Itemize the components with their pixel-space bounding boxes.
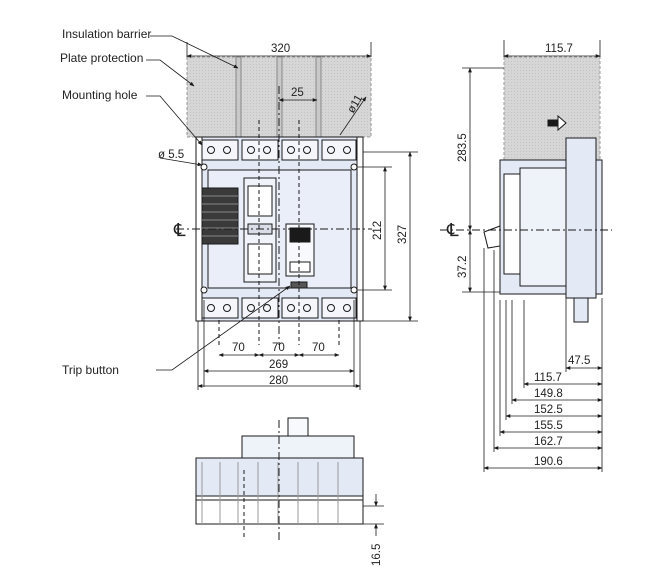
- dim-283-5: 283.5: [457, 133, 469, 162]
- bottom-handle: [287, 417, 309, 437]
- bottom-terminals: [201, 297, 357, 319]
- dim-25: 25: [291, 87, 304, 99]
- dim-depth-5: 162.7: [534, 436, 563, 448]
- callout-trip-button: Trip button: [62, 363, 119, 377]
- dim-269: 269: [269, 359, 288, 371]
- dim-70-c: 70: [312, 342, 325, 354]
- callout-insulation-barrier: Insulation barrier: [62, 27, 151, 41]
- mounting-hole: [350, 163, 358, 171]
- dim-depth-1: 115.7: [534, 372, 562, 384]
- dim-70-a: 70: [232, 342, 245, 354]
- insulation-barrier-slot: [235, 56, 242, 138]
- heatsink-block: [201, 187, 239, 245]
- insulation-barrier-slot: [315, 56, 322, 138]
- front-dimensions: [159, 42, 418, 390]
- bottom-view: [195, 417, 364, 540]
- mounting-hole: [350, 286, 358, 294]
- dim-327: 327: [397, 225, 409, 244]
- front-view: [176, 56, 372, 345]
- dim-212: 212: [372, 221, 384, 240]
- dim-37-2: 37.2: [457, 256, 469, 278]
- dim-280: 280: [269, 375, 288, 387]
- dim-depth-2: 149.8: [534, 388, 563, 400]
- callout-plate-protection: Plate protection: [60, 51, 143, 65]
- bottom-dimensions: [363, 494, 384, 536]
- front-centerline-symbol: ℄: [173, 220, 186, 240]
- top-terminals: [201, 139, 357, 161]
- callout-mounting-hole: Mounting hole: [62, 88, 138, 102]
- dim-70-b: 70: [272, 342, 285, 354]
- mounting-hole: [200, 286, 208, 294]
- dim-16-5: 16.5: [371, 544, 383, 566]
- direction-arrow-icon: [547, 114, 567, 132]
- side-dimensions: [462, 40, 603, 472]
- dim-depth-6: 190.6: [534, 456, 563, 468]
- side-view: [440, 56, 612, 323]
- dim-47-5: 47.5: [568, 355, 590, 367]
- dim-depth-4: 155.5: [534, 420, 563, 432]
- dim-depth-3: 152.5: [534, 404, 563, 416]
- dim-320: 320: [271, 43, 290, 55]
- callout-leaders: [146, 35, 291, 371]
- side-centerline-symbol: ℄: [446, 220, 459, 240]
- dim-dia-5-5: ø 5.5: [158, 149, 184, 161]
- dim-side-115-7: 115.7: [545, 43, 573, 55]
- mounting-hole: [200, 163, 208, 171]
